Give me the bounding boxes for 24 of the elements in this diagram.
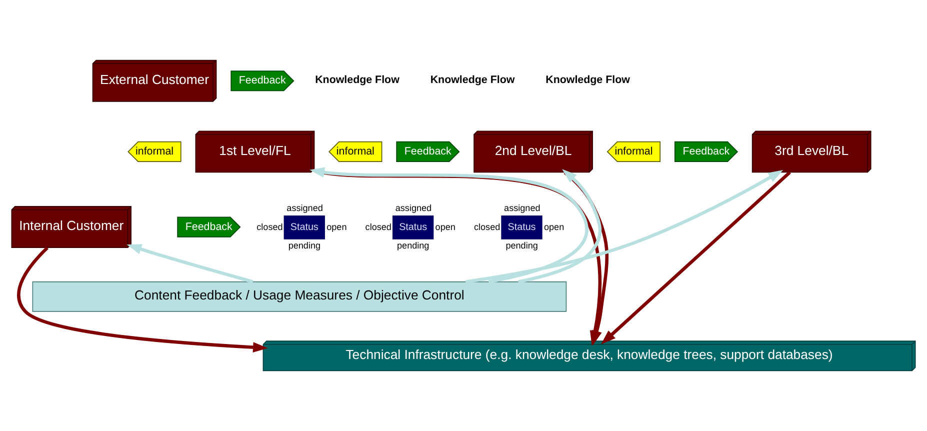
label: Knowledge Flow <box>315 74 400 86</box>
node-label: pending <box>397 240 430 250</box>
arrow <box>310 167 588 284</box>
node-box: Status <box>392 216 434 240</box>
node-label: open <box>435 222 456 232</box>
node-label: pending <box>288 240 321 250</box>
node-box: Status <box>284 216 325 240</box>
arrow <box>600 171 791 344</box>
label: Knowledge Flow <box>430 74 515 86</box>
node-box: Content Feedback / Usage Measures / Objective Control <box>32 281 567 312</box>
node-label: assigned <box>286 203 323 214</box>
arrow <box>518 169 602 284</box>
node-label: closed <box>256 222 283 232</box>
arrow <box>126 244 254 284</box>
node-label: assigned <box>504 203 540 214</box>
node-label: pending <box>506 240 538 250</box>
node-box: Status <box>501 216 542 240</box>
node-label: closed <box>365 222 392 232</box>
label: Knowledge Flow <box>546 74 630 86</box>
arrow <box>17 246 268 353</box>
node-label: open <box>544 222 564 232</box>
node-label: open <box>326 222 347 232</box>
node-label: closed <box>474 222 500 232</box>
node-label: assigned <box>395 203 432 214</box>
